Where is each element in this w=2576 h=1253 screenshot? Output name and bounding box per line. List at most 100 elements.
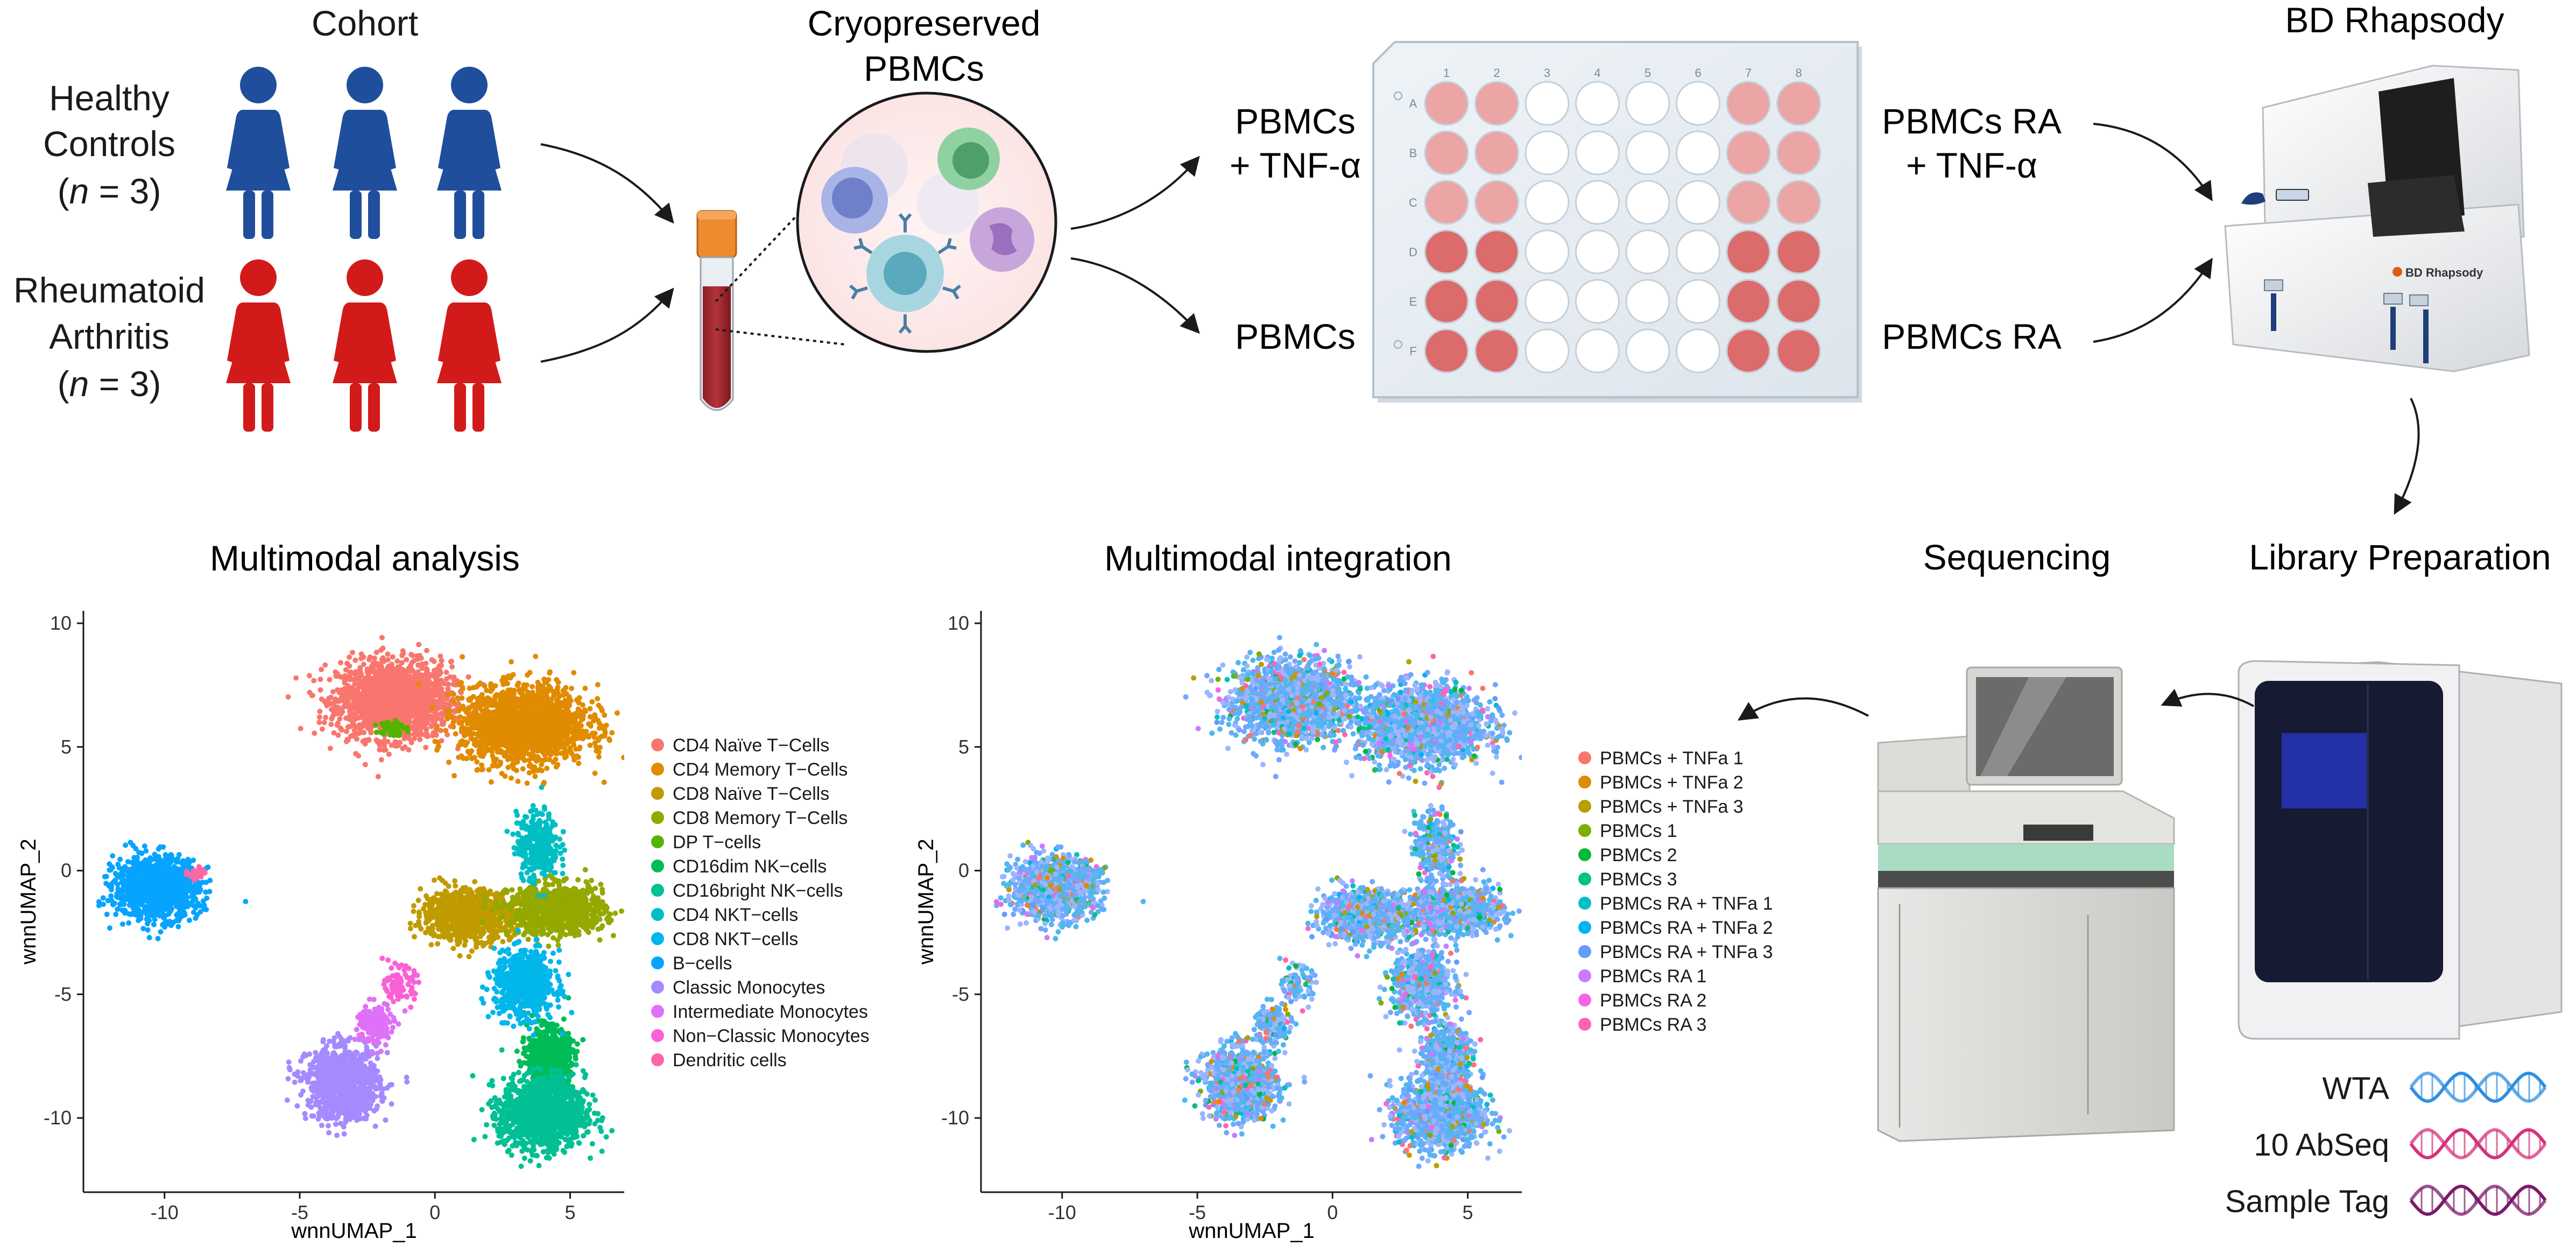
plate-well (1575, 229, 1620, 274)
data-point (429, 923, 435, 928)
data-point (514, 720, 519, 726)
plate-well (1474, 180, 1519, 225)
data-point (316, 714, 322, 720)
plate-well (1625, 279, 1670, 324)
plate-well (1776, 279, 1821, 324)
data-point (479, 692, 485, 698)
data-point (376, 707, 382, 713)
data-point (361, 699, 366, 705)
data-point (556, 700, 562, 706)
data-point (368, 698, 373, 703)
plate-well (1776, 180, 1821, 225)
data-point (409, 708, 415, 714)
data-point (416, 642, 422, 647)
data-point (546, 757, 552, 762)
label-pbmcs-tnf-line1: PBMCs (1235, 101, 1356, 141)
data-point (335, 687, 341, 693)
data-point (403, 704, 408, 710)
data-point (439, 717, 444, 723)
data-point (317, 687, 323, 693)
data-point (479, 731, 485, 737)
data-point (386, 751, 392, 757)
data-point (440, 692, 446, 698)
data-point (351, 696, 356, 702)
data-point (478, 741, 484, 747)
data-point (550, 717, 556, 723)
data-point (502, 718, 507, 724)
data-point (578, 723, 584, 729)
data-point (482, 941, 488, 947)
rhapsody-brand: BD Rhapsody (2405, 266, 2483, 279)
data-point (434, 725, 440, 731)
data-point (441, 926, 447, 932)
data-point (407, 926, 413, 932)
plate-column-label: 1 (1443, 66, 1450, 80)
data-point (347, 689, 353, 695)
data-point (575, 733, 581, 738)
arrow-ra-tnf-to-rhapsody (2093, 123, 2213, 202)
data-point (464, 707, 470, 713)
data-point (572, 711, 578, 717)
data-point (478, 726, 483, 732)
data-point (345, 724, 351, 730)
chart1-points (96, 635, 624, 1169)
plate-well (1575, 328, 1620, 374)
data-point (428, 931, 434, 937)
data-point (527, 727, 533, 733)
data-point (497, 696, 503, 702)
data-point (373, 650, 379, 655)
data-point (397, 700, 403, 706)
dna-helix-icon (2409, 1128, 2547, 1159)
data-point (582, 685, 588, 691)
data-point (437, 679, 443, 685)
dna-helix-icon (2409, 1072, 2547, 1103)
data-point (504, 681, 510, 687)
library-item-label: WTA (2322, 1071, 2389, 1106)
data-point (609, 730, 615, 736)
data-point (461, 898, 467, 904)
data-point (418, 886, 424, 892)
data-point (487, 928, 493, 934)
data-point (449, 664, 455, 670)
plate-well (1676, 328, 1720, 374)
data-point (479, 927, 485, 933)
plate-well (1776, 328, 1821, 374)
data-point (435, 744, 441, 750)
data-point (432, 692, 438, 698)
plate-row-label: B (1409, 146, 1417, 160)
data-point (544, 765, 550, 771)
data-point (595, 696, 601, 702)
data-point (575, 696, 580, 702)
data-point (438, 728, 443, 734)
data-point (377, 701, 383, 707)
data-point (453, 883, 458, 889)
data-point (472, 705, 478, 711)
label-pbmcs-ra: PBMCs RA (1882, 316, 2062, 356)
data-point (479, 714, 485, 720)
data-point (492, 923, 498, 929)
data-point (509, 762, 515, 768)
data-point (551, 935, 556, 941)
data-point (400, 745, 406, 751)
data-point (428, 942, 434, 948)
data-point (615, 710, 620, 716)
healthy-n-label: (n = 3) (58, 171, 161, 211)
data-point (540, 684, 546, 689)
data-point (411, 909, 417, 914)
data-point (470, 694, 476, 700)
data-point (335, 673, 341, 679)
data-point (339, 727, 344, 733)
data-point (488, 683, 493, 689)
data-point (496, 729, 502, 735)
data-point (577, 744, 583, 750)
data-point (547, 669, 553, 675)
pbmc-title-line2: PBMCs (864, 48, 984, 88)
data-point (587, 742, 593, 748)
data-point (439, 658, 444, 664)
data-point (515, 699, 521, 705)
data-point (430, 730, 436, 736)
sequencing-title: Sequencing (1923, 537, 2111, 577)
data-point (461, 928, 467, 934)
data-point (329, 716, 335, 722)
